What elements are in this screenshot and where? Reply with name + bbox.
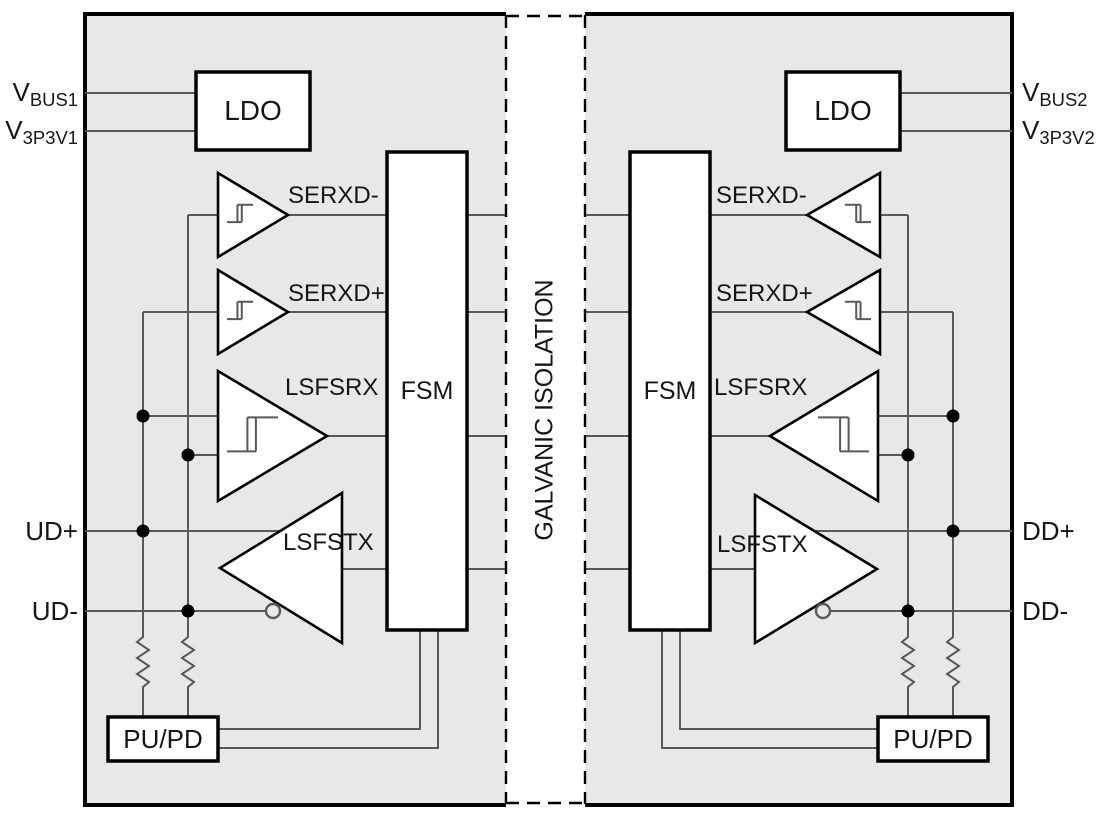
lsfsrx-label-left: LSFSRX: [285, 374, 379, 401]
fsm-label-left: FSM: [400, 376, 454, 405]
isolation-band: [506, 10, 585, 810]
pupd-box-right: [876, 715, 990, 763]
lsfstx-label-right: LSFSTX: [717, 531, 808, 558]
ldo-box-left: [194, 70, 312, 152]
galvanic-isolation-label: GALVANIC ISOLATION: [530, 279, 559, 541]
resistor-right-dminus: [900, 633, 916, 717]
buffer-serxd-plus-left: [216, 267, 291, 357]
pin-label-ddminus: DD-: [1022, 596, 1069, 626]
isolation-crossing-wires: [467, 214, 630, 570]
inverter-bubble-left: [264, 602, 282, 620]
ldo-label-right: LDO: [814, 95, 872, 126]
schmitt-icons: [227, 205, 871, 452]
serxd-plus-label-left: SERXD+: [288, 280, 385, 307]
hysteresis-icon: [227, 205, 253, 222]
ldo-label-left: LDO: [224, 95, 282, 126]
pin-label-vbus2: VBUS2: [1022, 77, 1088, 110]
lsfstx-label-left: LSFSTX: [283, 529, 374, 556]
hysteresis-icon: [818, 417, 869, 451]
pin-label-udplus: UD+: [25, 516, 78, 546]
buffer-serxd-plus-right: [804, 267, 882, 357]
serxd-minus-label-right: SERXD-: [716, 182, 807, 209]
pin-label-v3p3v2: V3P3V2: [1022, 115, 1095, 148]
hysteresis-icon: [845, 302, 871, 319]
junction-dots: [136, 409, 960, 618]
isolation-dashed-border: [504, 14, 587, 805]
lsfsrx-label-right: LSFSRX: [714, 374, 808, 401]
hysteresis-icon: [845, 205, 871, 222]
pin-label-v3p3v1: V3P3V1: [5, 115, 78, 148]
resistor-left-dminus: [180, 633, 196, 717]
receiver-lsfsrx-left: [216, 368, 330, 504]
fsm-label-right: FSM: [643, 376, 697, 405]
serxd-minus-label-left: SERXD-: [288, 182, 379, 209]
fsm-box-left: [385, 150, 469, 632]
pupd-box-left: [106, 715, 220, 763]
serxd-plus-label-right: SERXD+: [716, 280, 813, 307]
hysteresis-icon: [227, 417, 278, 451]
pupd-label-left: PU/PD: [123, 724, 203, 754]
fsm-box-right: [628, 150, 712, 632]
inverter-bubble-right: [814, 602, 832, 620]
receiver-lsfsrx-right: [767, 368, 880, 504]
pupd-label-right: PU/PD: [893, 724, 973, 754]
hysteresis-icon: [227, 302, 253, 319]
driver-lsfstx-left: [217, 490, 344, 646]
pin-label-vbus1: VBUS1: [12, 77, 78, 110]
resistor-left-dplus: [135, 633, 151, 717]
resistor-right-dplus: [945, 633, 961, 717]
buffer-serxd-minus-left: [216, 170, 291, 260]
pin-label-ddplus: DD+: [1022, 516, 1075, 546]
driver-lsfstx-right: [753, 492, 880, 646]
buffer-serxd-minus-right: [804, 170, 882, 260]
ldo-box-right: [784, 70, 902, 152]
pin-label-udminus: UD-: [31, 596, 78, 626]
